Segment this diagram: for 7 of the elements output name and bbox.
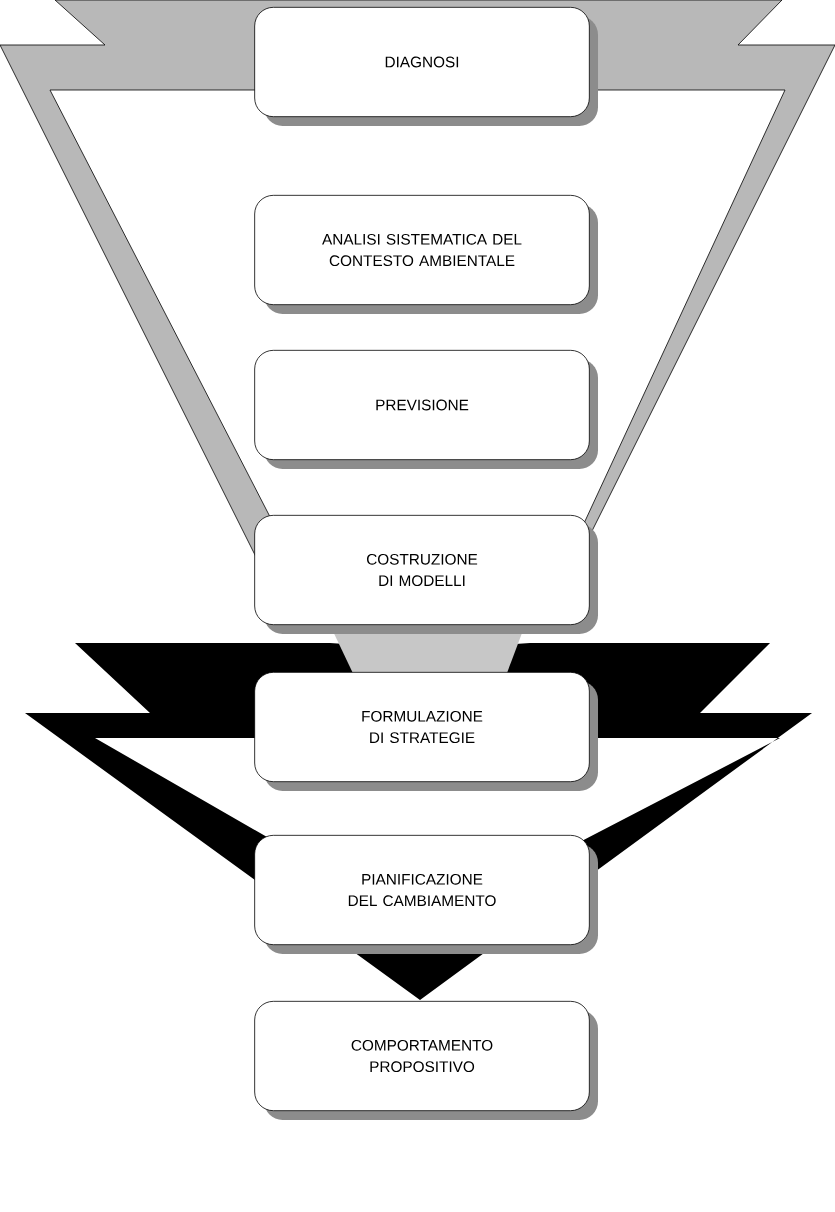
process-box: ANALISI SISTEMATICA DEL CONTESTO AMBIENTALE	[254, 194, 598, 314]
process-box: COSTRUZIONE DI MODELLI	[254, 514, 598, 634]
process-box: FORMULAZIONE DI STRATEGIE	[254, 671, 598, 791]
process-box: PREVISIONE	[254, 349, 598, 469]
process-box: PIANIFICAZIONE DEL CAMBIAMENTO	[254, 834, 598, 954]
process-box: COMPORTAMENTO PROPOSITIVO	[254, 1000, 598, 1120]
process-box: DIAGNOSI	[254, 6, 598, 126]
